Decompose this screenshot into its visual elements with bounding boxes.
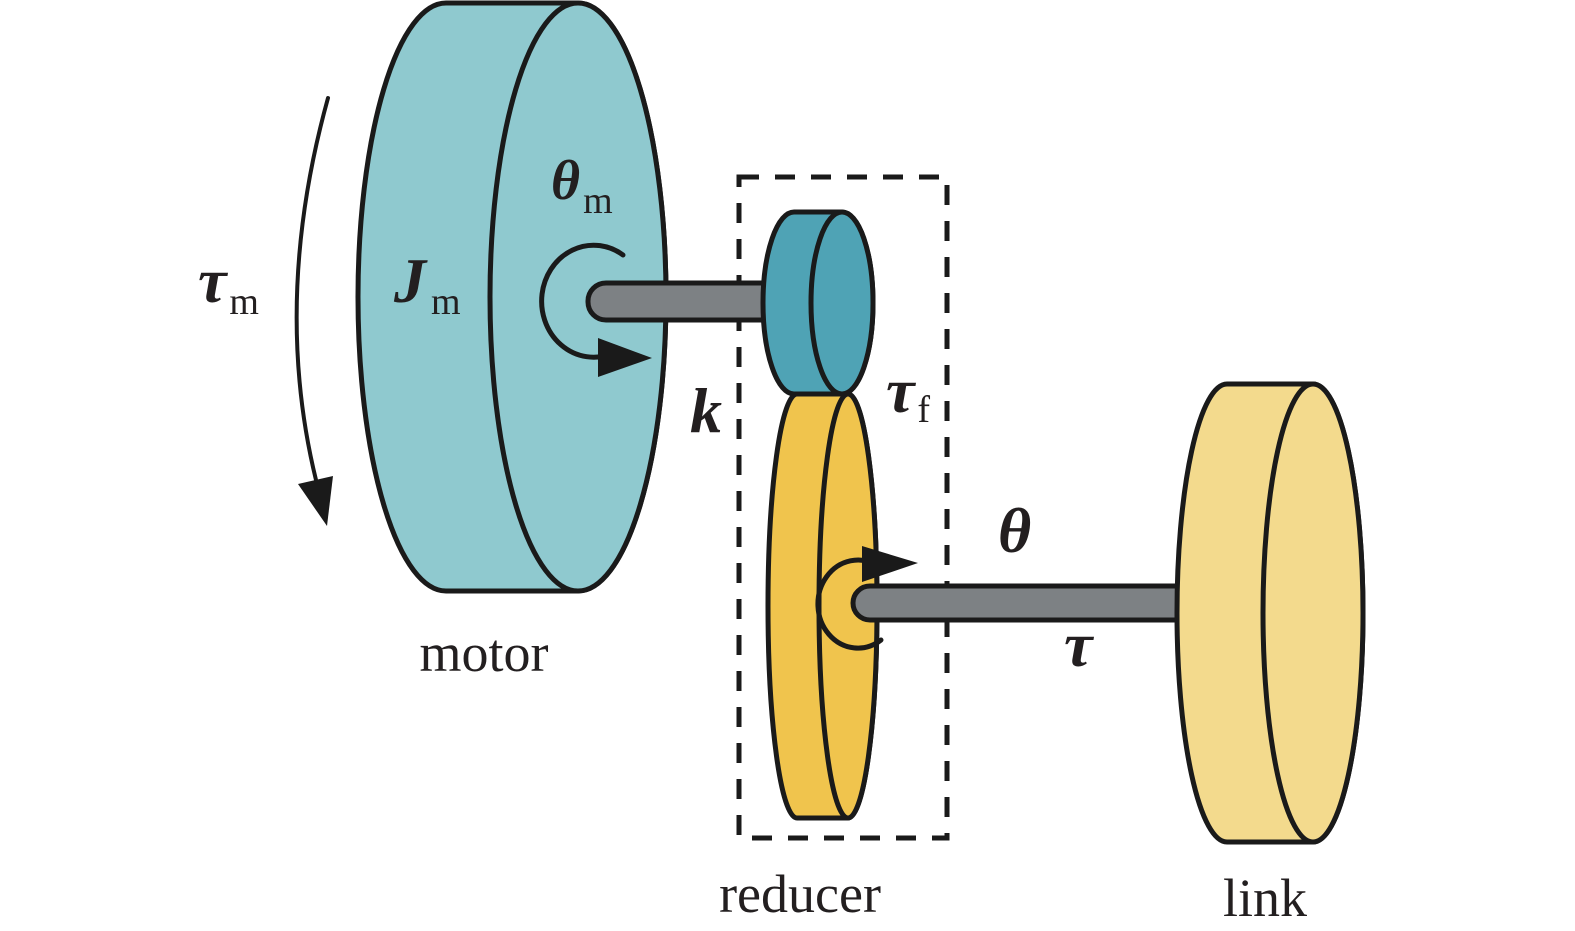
link-shaft	[850, 583, 1233, 623]
link-torque-label: τ	[1064, 609, 1095, 680]
link-angle-label: θ	[998, 495, 1031, 566]
link-disk-front-face	[1260, 381, 1366, 845]
motor-torque-arrowhead-icon	[298, 476, 333, 526]
link-rotation-arrowhead-icon	[862, 546, 918, 582]
stiffness-label: k	[690, 375, 722, 446]
motor-rotation-arrowhead-icon	[598, 338, 652, 377]
motor-shaft	[585, 280, 793, 323]
reducer-pinion-front-face	[808, 209, 876, 397]
motor-torque-label: τm	[198, 245, 259, 323]
link-rotation-arrow-icon	[815, 557, 884, 651]
link-disk	[1174, 381, 1366, 845]
friction-torque-label: τf	[886, 355, 930, 431]
motor-disk	[355, 0, 669, 594]
link-caption: link	[1223, 868, 1307, 928]
motor-caption: motor	[420, 623, 549, 683]
reducer-pinion-disk	[760, 209, 876, 397]
motor-rotation-arrow-icon	[539, 242, 626, 360]
reducer-wheel-disk	[765, 391, 880, 821]
reducer-boundary-box	[736, 174, 950, 841]
reducer-caption: reducer	[719, 864, 881, 924]
motor-angle-label: θm	[551, 150, 613, 222]
motor-torque-arrow-icon	[294, 96, 330, 482]
